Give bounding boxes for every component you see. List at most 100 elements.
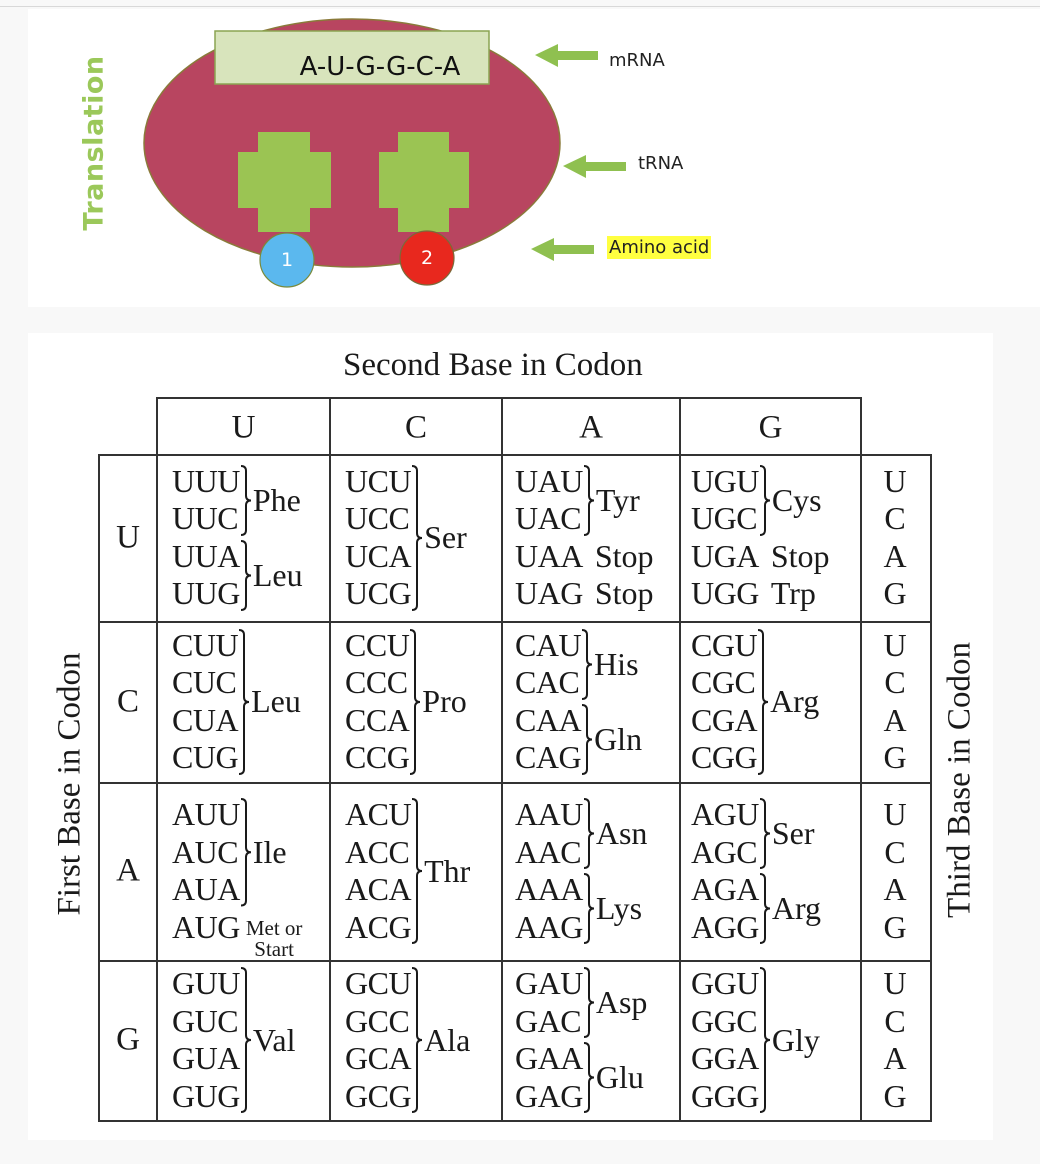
codon: CUC bbox=[172, 664, 237, 700]
brace-icon bbox=[412, 798, 423, 944]
brace-icon bbox=[759, 873, 770, 944]
brace-icon bbox=[583, 967, 594, 1038]
brace-icon bbox=[410, 628, 421, 775]
amino-acid-name: Gly bbox=[771, 1021, 820, 1058]
codon: GAG bbox=[515, 1077, 583, 1114]
amino-acid-2-circle bbox=[399, 230, 455, 286]
codon: GCC bbox=[345, 1002, 410, 1039]
amino-acid-name: Lys bbox=[595, 890, 643, 926]
header-column-divider bbox=[679, 397, 681, 454]
codon: UCU bbox=[345, 462, 412, 499]
column-divider bbox=[98, 454, 100, 1122]
codon: AUG bbox=[172, 908, 240, 945]
trna-label: tRNA bbox=[638, 153, 684, 174]
codon: CAG bbox=[515, 739, 582, 775]
brace-icon bbox=[240, 539, 251, 611]
codon: UAG bbox=[515, 575, 583, 611]
codon: UUG bbox=[172, 575, 240, 611]
third-base-letter: G bbox=[883, 1077, 907, 1114]
translation-title: Translation bbox=[78, 55, 110, 231]
first-base-label: C bbox=[116, 683, 140, 719]
amino-acid-name: Cys bbox=[771, 481, 822, 518]
brace-icon bbox=[759, 464, 770, 536]
brace-icon bbox=[583, 464, 594, 536]
third-base-letter: A bbox=[883, 871, 907, 907]
row-divider bbox=[98, 782, 932, 784]
amino-acid-name: Gln bbox=[594, 720, 643, 757]
codon: UUC bbox=[172, 500, 239, 536]
codon: GAU bbox=[515, 965, 583, 1001]
header-column-divider bbox=[329, 397, 331, 454]
first-base-label: G bbox=[116, 1021, 140, 1058]
third-base-letter: U bbox=[883, 462, 907, 499]
third-base-letter: U bbox=[883, 796, 907, 832]
third-base-letter: G bbox=[883, 739, 907, 775]
codon: GAA bbox=[515, 1040, 583, 1076]
brace-icon bbox=[240, 967, 251, 1113]
codon: CUG bbox=[172, 739, 239, 775]
codon: CGG bbox=[691, 739, 758, 775]
third-base-letter: A bbox=[883, 537, 907, 574]
codon: UGG bbox=[691, 575, 759, 611]
trna-arrow-icon bbox=[563, 155, 626, 178]
codon: CCU bbox=[345, 626, 410, 663]
codon: ACU bbox=[345, 796, 412, 832]
codon: CAA bbox=[515, 701, 582, 738]
amino-acid-arrow-icon bbox=[531, 238, 594, 261]
codon: UUA bbox=[172, 537, 240, 574]
codon: AGU bbox=[691, 796, 759, 832]
codon: UGU bbox=[691, 462, 759, 499]
codon: CAC bbox=[515, 664, 580, 700]
brace-icon bbox=[582, 628, 593, 700]
brace-icon bbox=[759, 967, 770, 1113]
header-column-divider bbox=[501, 397, 503, 454]
amino-acid-name: Trp bbox=[770, 575, 816, 612]
amino-acid-name: Tyr bbox=[595, 481, 640, 518]
amino-acid-1-label: 1 bbox=[280, 249, 294, 271]
codon: CUA bbox=[172, 701, 239, 738]
trna-shape-1 bbox=[238, 132, 331, 232]
codon: UGC bbox=[691, 500, 758, 536]
codon: UCG bbox=[345, 575, 412, 611]
codon: AGG bbox=[691, 908, 759, 945]
brace-icon bbox=[758, 628, 769, 775]
codon: UAA bbox=[515, 537, 583, 574]
brace-icon bbox=[412, 967, 423, 1113]
first-base-label: U bbox=[116, 519, 140, 555]
mrna-arrow-icon bbox=[535, 44, 598, 67]
amino-acid-1-circle bbox=[259, 232, 315, 288]
column-divider bbox=[860, 454, 862, 1122]
codon: CCG bbox=[345, 739, 410, 775]
third-base-letter: C bbox=[884, 664, 906, 700]
codon: CAU bbox=[515, 626, 582, 663]
codon: UAC bbox=[515, 500, 582, 536]
amino-acid-name: Pro bbox=[422, 683, 467, 719]
third-base-letter: U bbox=[883, 965, 907, 1001]
codon: AAU bbox=[515, 796, 583, 832]
third-base-letter: C bbox=[884, 1002, 906, 1039]
column-divider bbox=[930, 454, 932, 1122]
codon: CGC bbox=[691, 664, 756, 700]
brace-icon bbox=[240, 464, 251, 536]
amino-acid-name: Leu bbox=[252, 556, 303, 593]
